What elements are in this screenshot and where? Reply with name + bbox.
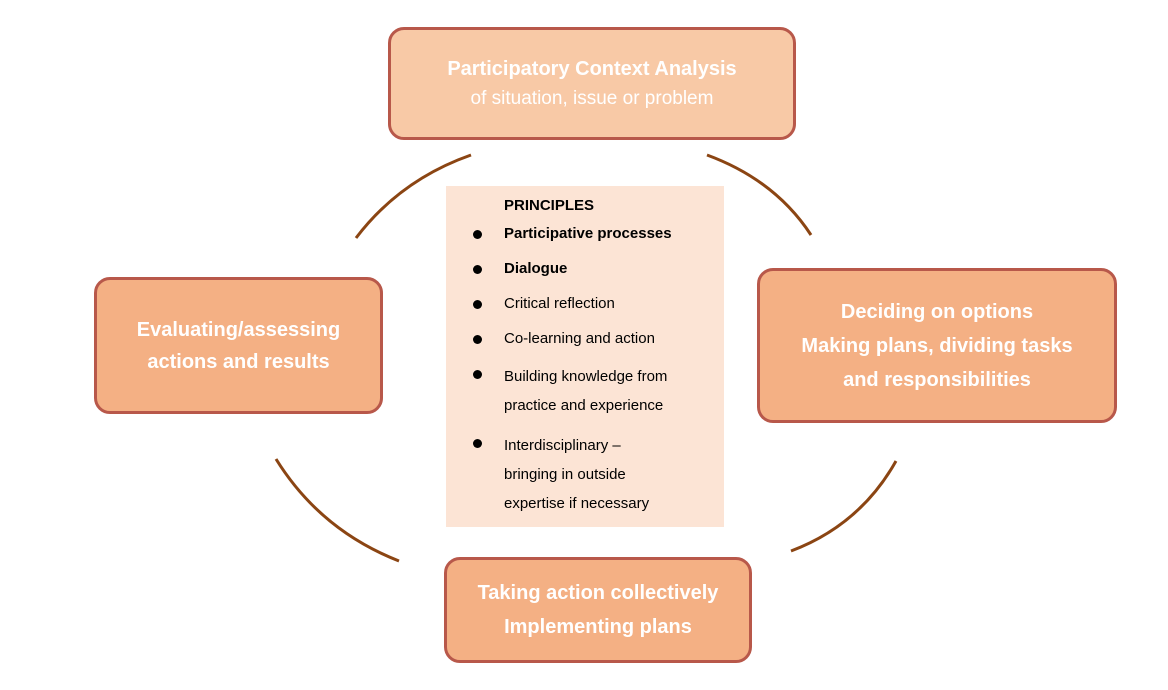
- right-box-line-1: Deciding on options: [840, 300, 1034, 323]
- principles-heading: PRINCIPLES: [504, 197, 595, 214]
- arc-bottom-right: [790, 460, 898, 553]
- bullet-icon: [473, 335, 482, 344]
- arc-top-left: [354, 153, 472, 239]
- right-box-line-2: Making plans, dividing tasks: [801, 334, 1073, 357]
- principle-text: Building knowledge from: [504, 368, 668, 385]
- principle-text: bringing in outside: [504, 466, 626, 483]
- bottom-box-line-1: Taking action collectively: [477, 582, 719, 604]
- top-box-subtitle: of situation, issue or problem: [470, 87, 714, 109]
- arc-top-right: [706, 153, 813, 236]
- principle-text: practice and experience: [504, 397, 664, 414]
- deciding-on-options-box: Deciding on options Making plans, dividi…: [757, 268, 1117, 423]
- bullet-icon: [473, 265, 482, 274]
- evaluating-assessing-box: Evaluating/assessing actions and results: [94, 277, 383, 414]
- principle-text: Participative processes: [504, 225, 672, 242]
- top-box-title: Participatory Context Analysis: [447, 57, 737, 80]
- principle-item: Interdisciplinary – bringing in outside ex…: [473, 431, 724, 518]
- left-box-line-2: actions and results: [147, 350, 330, 373]
- right-box-line-3: and responsibilities: [843, 368, 1031, 391]
- taking-action-box: Taking action collectively Implementing …: [444, 557, 752, 663]
- principle-text: Interdisciplinary –: [504, 437, 621, 454]
- principle-text: Dialogue: [504, 260, 568, 277]
- bullet-icon: [473, 370, 482, 379]
- principle-item: Co-learning and action: [473, 327, 724, 351]
- principle-item: Building knowledge from practice and expe…: [473, 362, 724, 420]
- bullet-icon: [473, 300, 482, 309]
- bottom-box-line-2: Implementing plans: [504, 616, 692, 638]
- arc-bottom-left: [274, 458, 400, 563]
- principle-item: Dialogue: [473, 257, 724, 281]
- participatory-context-analysis-box: Participatory Context Analysis of situat…: [388, 27, 796, 140]
- principle-text: expertise if necessary: [504, 495, 650, 512]
- bullet-icon: [473, 439, 482, 448]
- principle-item: Critical reflection: [473, 292, 724, 316]
- bullet-icon: [473, 230, 482, 239]
- principle-item: Participative processes: [473, 222, 724, 246]
- principle-text: Co-learning and action: [504, 330, 655, 347]
- left-box-line-1: Evaluating/assessing: [136, 318, 341, 341]
- principle-text: Critical reflection: [504, 295, 615, 312]
